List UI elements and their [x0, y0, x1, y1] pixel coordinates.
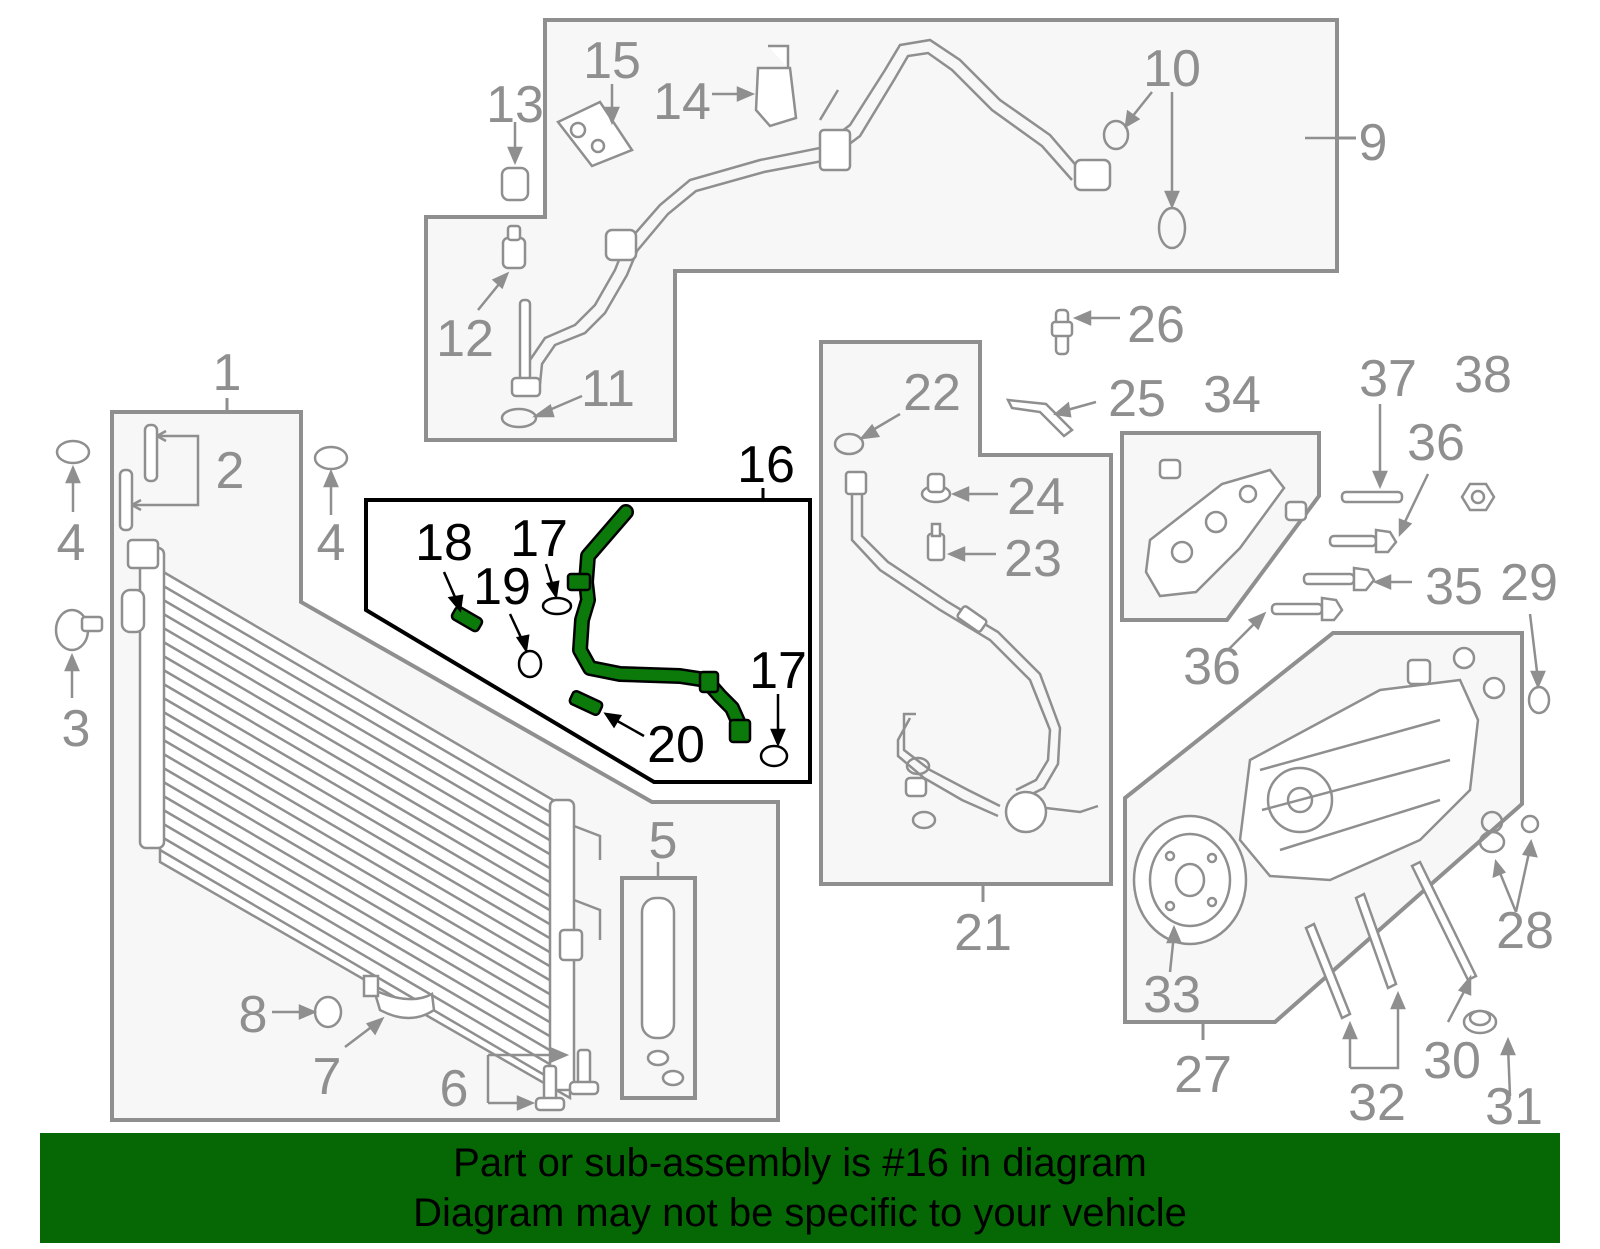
callout-36-lower: 36 [1183, 638, 1241, 696]
valve-12 [477, 224, 527, 311]
pressure-switch-18 [442, 571, 484, 633]
callout-6: 6 [440, 1060, 469, 1118]
callout-24: 24 [1007, 468, 1065, 526]
compressor [1238, 646, 1506, 882]
callout-13: 13 [486, 76, 544, 134]
callout-25: 25 [1108, 370, 1166, 428]
callout-18: 18 [415, 514, 473, 572]
callout-4-right: 4 [317, 514, 346, 572]
callout-19: 19 [473, 558, 531, 616]
o-ring-29 [1527, 613, 1551, 715]
group-leaders [225, 136, 1356, 1040]
condenser [120, 538, 602, 1101]
stud-30 [1410, 860, 1478, 1023]
callout-29: 29 [1500, 554, 1558, 612]
callout-34: 34 [1203, 366, 1261, 424]
callout-5: 5 [649, 812, 678, 870]
callout-9: 9 [1359, 114, 1388, 172]
dowel-pins [118, 423, 200, 532]
o-ring-22 [833, 412, 901, 456]
clutch-pulley-33 [1132, 814, 1248, 973]
callout-32: 32 [1348, 1074, 1406, 1132]
sensor-23 [926, 522, 996, 562]
callout-28: 28 [1496, 902, 1554, 960]
valve-26 [1050, 308, 1120, 356]
callout-22: 22 [903, 364, 961, 422]
nut-8 [272, 995, 343, 1029]
receiver-drier [640, 862, 685, 1087]
callout-38: 38 [1454, 346, 1512, 404]
callout-15: 15 [583, 32, 641, 90]
bracket-14 [712, 44, 798, 128]
callout-31: 31 [1485, 1078, 1543, 1136]
callout-labels: 1 2 3 4 4 5 6 7 8 9 10 11 12 13 14 15 16… [57, 32, 1558, 1136]
callout-17-upper: 17 [510, 510, 568, 568]
callout-37: 37 [1359, 350, 1417, 408]
o-rings-10 [1102, 91, 1187, 250]
callout-7: 7 [313, 1048, 342, 1106]
info-banner: Part or sub-assembly is #16 in diagram D… [40, 1133, 1560, 1243]
callout-35: 35 [1425, 558, 1483, 616]
seals-28 [1478, 810, 1540, 913]
suction-line [844, 470, 1099, 834]
bolts-32 [1304, 892, 1406, 1070]
bolt-35 [1302, 566, 1412, 592]
highlighted-hose-16 [566, 504, 752, 744]
callout-1: 1 [213, 344, 242, 402]
o-ring-11 [500, 394, 583, 429]
callout-26: 26 [1127, 296, 1185, 354]
callout-30: 30 [1423, 1032, 1481, 1090]
callout-2: 2 [216, 442, 245, 500]
callout-14: 14 [653, 73, 711, 131]
callout-16: 16 [737, 436, 795, 494]
liquid-line [510, 38, 1337, 398]
callout-4-left: 4 [57, 514, 86, 572]
callout-8: 8 [239, 986, 268, 1044]
block-15 [556, 84, 634, 168]
bolt-37 [1340, 404, 1404, 504]
cap-13 [500, 122, 530, 202]
callout-17-lower: 17 [749, 642, 807, 700]
o-ring-19 [508, 613, 543, 679]
push-pin-bolt [54, 608, 104, 698]
condenser-bolts [486, 1047, 600, 1112]
banner-line-2: Diagram may not be specific to your vehi… [413, 1191, 1187, 1235]
o-rings-17 [541, 563, 789, 768]
callout-21: 21 [954, 904, 1012, 962]
banner-line-1: Part or sub-assembly is #16 in diagram [453, 1141, 1147, 1185]
callout-20: 20 [647, 716, 705, 774]
callout-27: 27 [1174, 1046, 1232, 1104]
callout-23: 23 [1004, 530, 1062, 588]
bolt-36-lower [1227, 596, 1344, 651]
callout-36-upper: 36 [1407, 414, 1465, 472]
o-rings-4 [55, 439, 349, 515]
bolt-36-upper [1328, 473, 1430, 554]
nut-38 [1460, 482, 1496, 512]
bracket-25 [1005, 398, 1097, 438]
callout-33: 33 [1143, 966, 1201, 1024]
mounting-bracket-34 [1144, 458, 1308, 598]
cap-24 [920, 472, 998, 504]
bolt-20 [568, 689, 645, 738]
callout-11: 11 [581, 360, 635, 418]
nut-31 [1462, 1009, 1516, 1097]
drier-bracket [344, 974, 436, 1048]
callout-12: 12 [436, 310, 494, 368]
callout-10: 10 [1143, 40, 1201, 98]
callout-3: 3 [62, 700, 91, 758]
